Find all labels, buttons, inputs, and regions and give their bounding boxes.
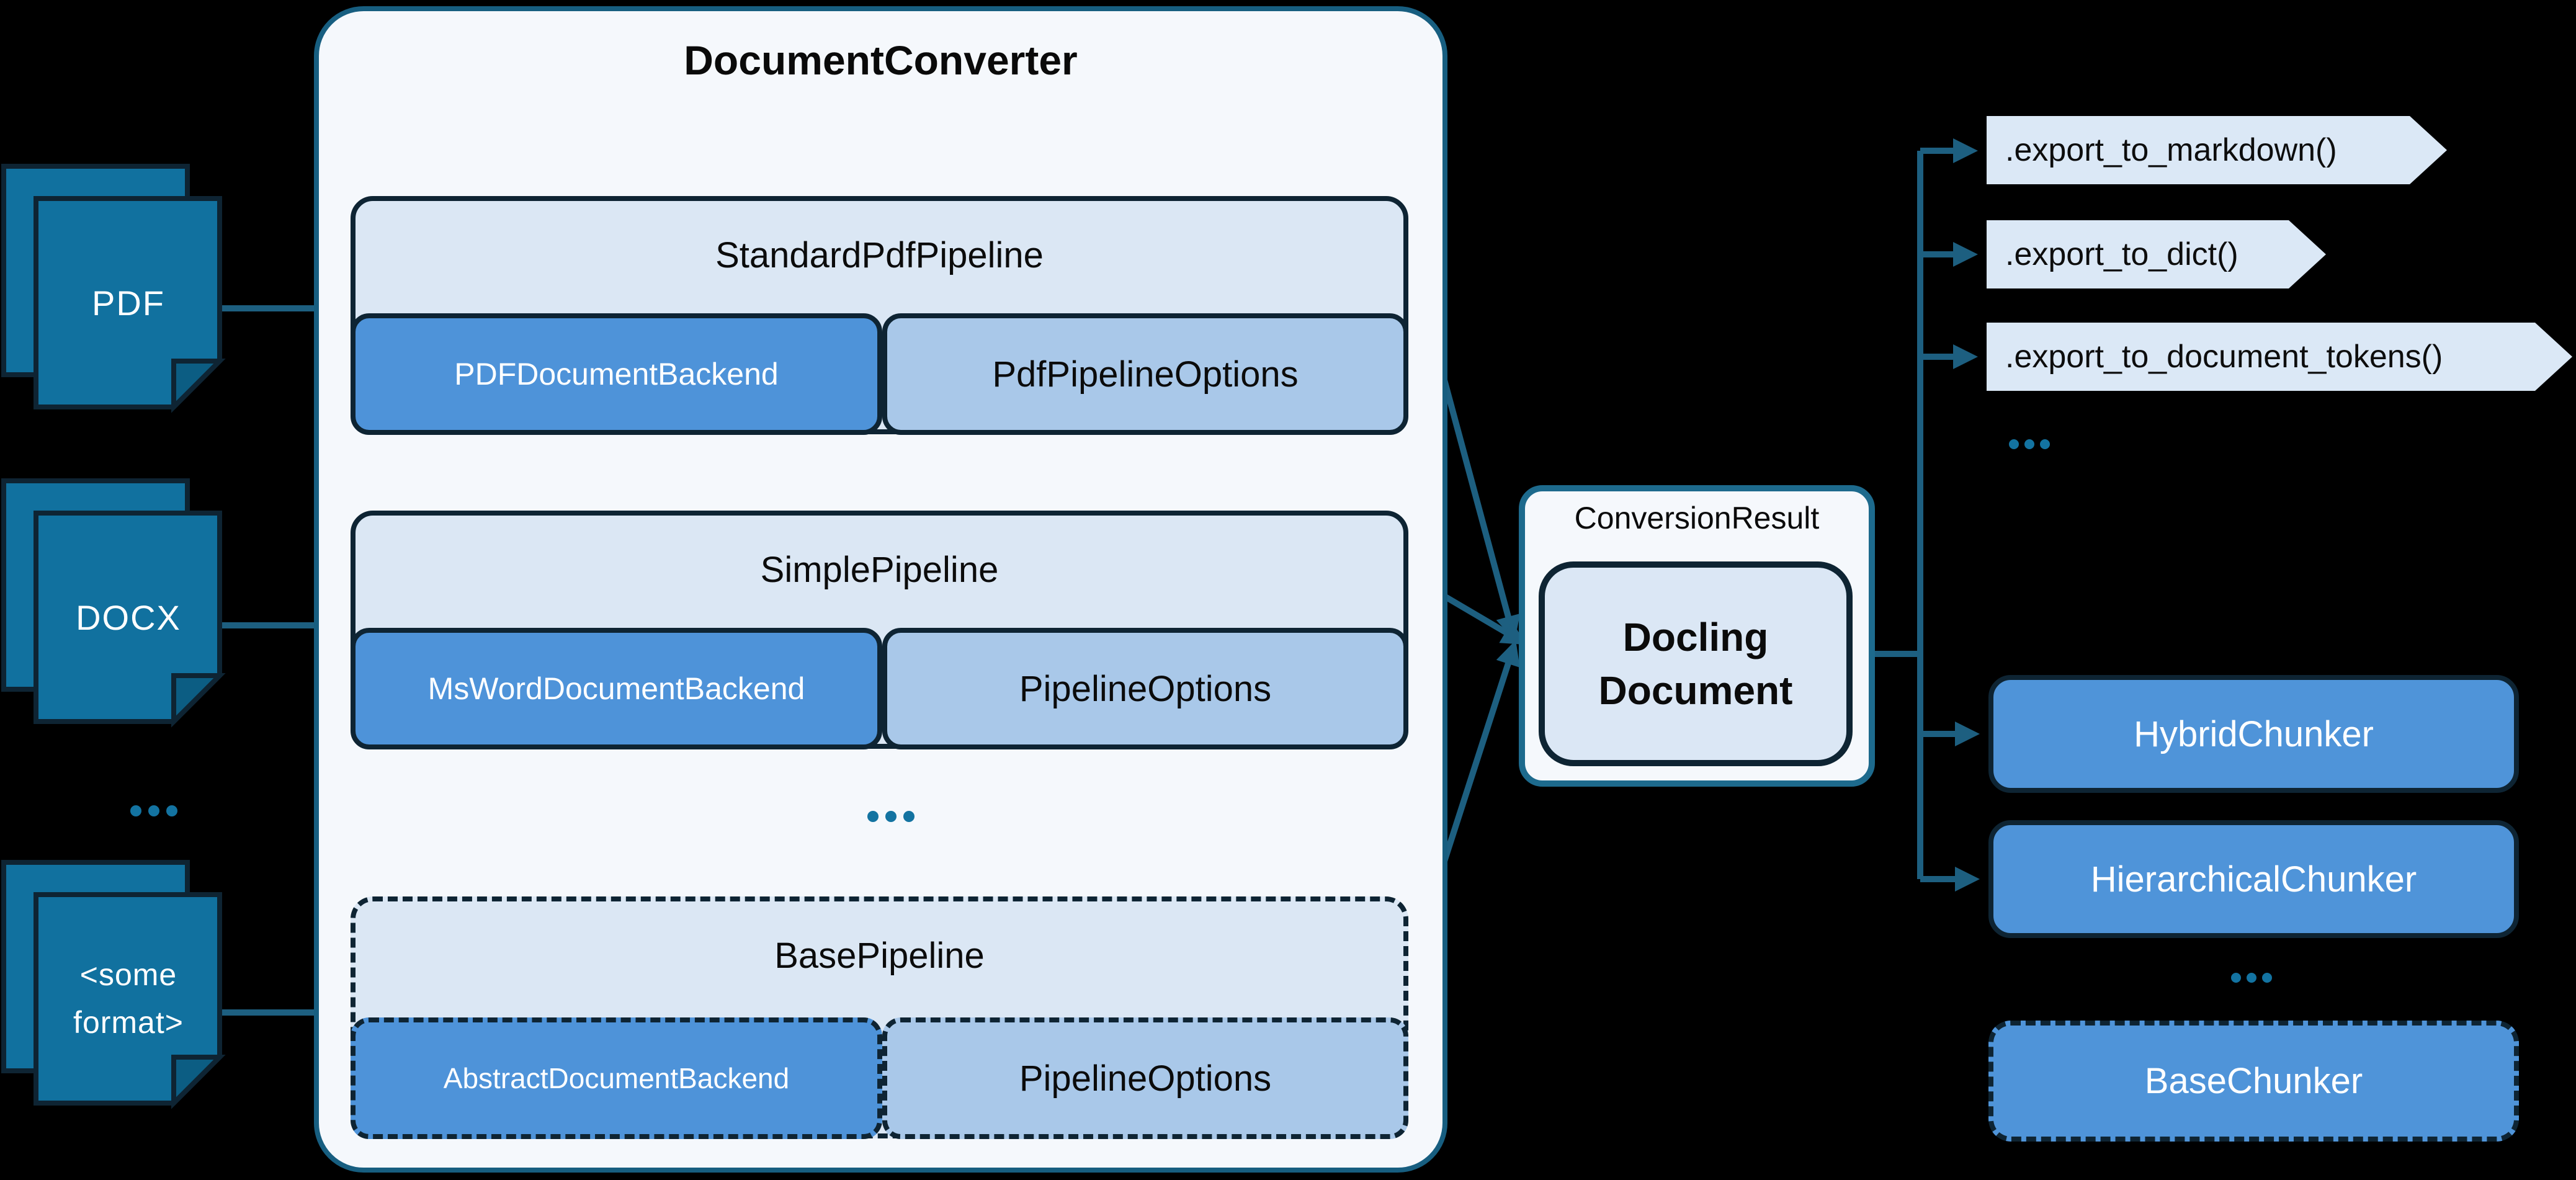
some-format-icon-page-fold — [171, 1055, 226, 1109]
ellipsis-dot — [148, 805, 159, 816]
export-label-document-tokens: .export_to_document_tokens() — [2005, 339, 2443, 375]
some-format-icon — [1, 860, 226, 1109]
ellipsis-dot — [2247, 973, 2256, 983]
exports-ellipsis: ... — [2009, 439, 2055, 449]
pipelines-ellipsis: ... — [867, 811, 921, 822]
export-label-markdown: .export_to_markdown() — [2005, 132, 2337, 168]
options-box-base: PipelineOptions — [882, 1017, 1408, 1139]
conversion-result-label: ConversionResult — [1574, 501, 1820, 535]
pipeline-title-base: BasePipeline — [774, 935, 985, 976]
docx-icon — [1, 478, 226, 728]
export-chevron-dict: .export_to_dict() — [1987, 220, 2326, 288]
pdf-icon — [1, 164, 226, 413]
some-format-input-label: <some format> — [73, 957, 184, 1040]
ellipsis-dot — [885, 811, 897, 822]
docx-input-label: DOCX — [76, 597, 181, 637]
ellipsis-dot — [903, 811, 915, 822]
ellipsis-dot — [2262, 973, 2272, 983]
ellipsis-dot — [2231, 973, 2241, 983]
backend-box-abstract: AbstractDocumentBackend — [351, 1017, 882, 1139]
ellipsis-dot — [130, 805, 141, 816]
docling-document-box: Docling Document — [1539, 561, 1853, 766]
options-box-simple: PipelineOptions — [882, 628, 1408, 749]
ellipsis-dot — [867, 811, 879, 822]
chunker-box-hybrid: HybridChunker — [1988, 675, 2519, 793]
ellipsis-dot — [166, 805, 177, 816]
chunker-box-base: BaseChunker — [1988, 1021, 2519, 1142]
export-chevron-document-tokens: .export_to_document_tokens() — [1987, 323, 2572, 391]
pdf-input-label: PDF — [92, 283, 165, 323]
pipeline-title-standardpdf: StandardPdfPipeline — [715, 235, 1044, 275]
pdf-icon-page-fold — [171, 359, 226, 413]
backend-box-msword: MsWordDocumentBackend — [351, 628, 882, 749]
backend-box-pdf: PDFDocumentBackend — [351, 313, 882, 435]
chunker-box-hierarchical: HierarchicalChunker — [1988, 820, 2519, 938]
docx-icon-page-fold — [171, 673, 226, 728]
ellipsis-dot — [2040, 439, 2050, 449]
export-chevron-markdown: .export_to_markdown() — [1987, 116, 2447, 184]
options-box-pdf: PdfPipelineOptions — [882, 313, 1408, 435]
ellipsis-dot — [2009, 439, 2019, 449]
inputs-ellipsis: ... — [130, 805, 184, 816]
ellipsis-dot — [2024, 439, 2034, 449]
pipeline-title-simple: SimplePipeline — [760, 549, 999, 590]
chunkers-ellipsis: ... — [2231, 973, 2278, 983]
export-label-dict: .export_to_dict() — [2005, 236, 2238, 272]
document-converter-title: DocumentConverter — [684, 37, 1078, 83]
